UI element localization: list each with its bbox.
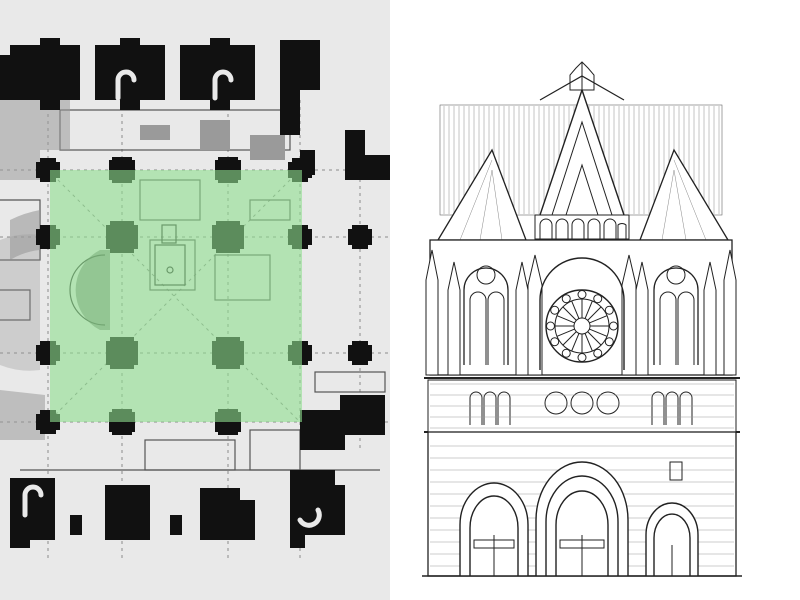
left-tower-spire: [436, 148, 527, 241]
plan-stair-marks: [22, 69, 322, 528]
gallery-arches: [539, 218, 627, 239]
facade-elevation-drawing: [422, 61, 742, 577]
portals: [459, 461, 699, 576]
crossing-highlight: [50, 170, 302, 422]
rose-window: [539, 257, 625, 370]
pinnacles: [425, 249, 737, 376]
upper-facade: [429, 239, 733, 376]
floor-plan-panel: [0, 0, 390, 600]
facade-elevation-panel: [390, 0, 800, 600]
floor-plan-drawing: [0, 0, 390, 600]
plan-grey-structures: [0, 100, 285, 440]
portal-doors: [473, 535, 673, 576]
upper-lancet-windows: [463, 265, 699, 365]
central-gable: [539, 87, 625, 216]
